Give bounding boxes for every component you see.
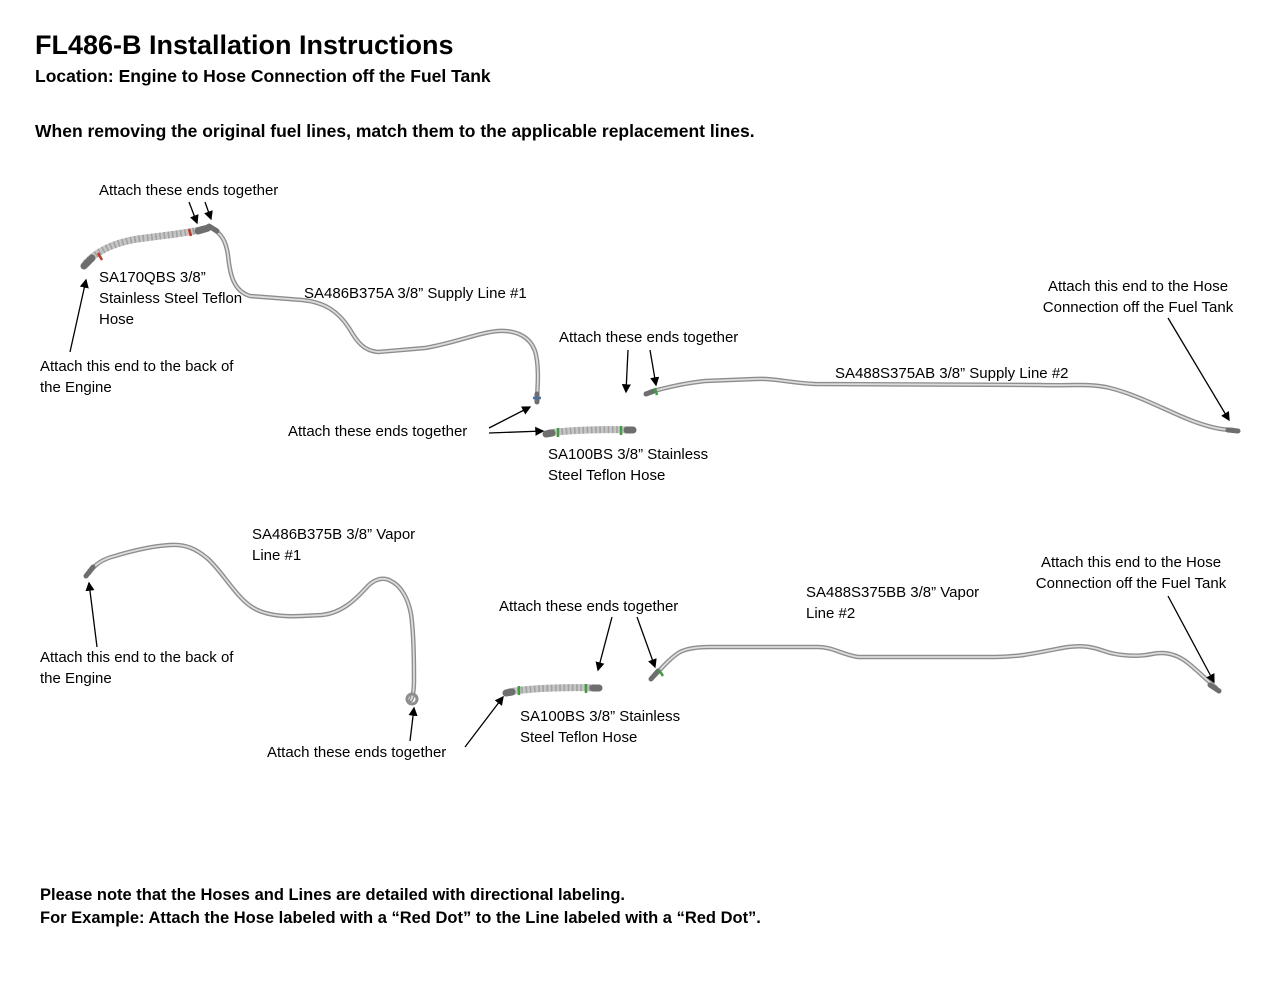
arrow-vapor-tank-end xyxy=(1167,595,1215,684)
label-hose-sa170qbs: SA170QBS 3/8” Stainless Steel Teflon Hos… xyxy=(99,269,243,328)
line-end-fitting xyxy=(83,564,96,579)
red-dot-mark xyxy=(187,228,193,237)
label-supply-attach-ends-hose: Attach these ends together xyxy=(288,423,468,440)
line-highlight xyxy=(212,228,539,399)
green-mark xyxy=(657,669,665,677)
arrow-vapor-mid-right xyxy=(636,616,657,669)
label-vapor-line-1: SA486B375B 3/8” Vapor Line #1 xyxy=(252,526,416,564)
note-red-dot-example: For Example: Attach the Hose labeled wit… xyxy=(40,909,761,927)
green-mark xyxy=(653,387,659,396)
hose-end-fitting xyxy=(542,429,556,438)
line-tube xyxy=(210,226,541,401)
arrow-supply-hose-left xyxy=(488,406,532,429)
label-vapor-engine-end: Attach this end to the back of the Engin… xyxy=(40,649,234,687)
line-end-loop xyxy=(405,692,419,706)
label-hose-sa100bs-top: SA100BS 3/8” Stainless Steel Teflon Hose xyxy=(548,446,709,484)
vapor-hose-sa100bs xyxy=(502,684,603,697)
line-tube xyxy=(651,643,1219,691)
red-dot-mark xyxy=(96,252,104,261)
label-vapor-attach-ends-mid: Attach these ends together xyxy=(499,598,679,615)
arrow-supply-hose-right xyxy=(488,426,545,436)
label-vapor-tank-end: Attach this end to the Hose Connection o… xyxy=(1035,554,1227,592)
arrow-vapor-hose-right xyxy=(464,695,504,748)
arrow-supply-tank-end xyxy=(1167,317,1230,422)
location-subtitle: Location: Engine to Hose Connection off … xyxy=(35,66,491,86)
line-end-fitting xyxy=(643,388,657,397)
label-hose-sa100bs-bottom: SA100BS 3/8” Stainless Steel Teflon Hose xyxy=(520,708,681,746)
line-end-fitting xyxy=(648,668,661,682)
arrow-vapor-mid-left xyxy=(595,616,613,672)
arrow-vapor-hose-left xyxy=(408,706,418,742)
hose-body xyxy=(82,225,208,267)
intro-instruction: When removing the original fuel lines, m… xyxy=(35,121,755,141)
page-title: FL486-B Installation Instructions xyxy=(35,30,454,60)
annotation-arrows xyxy=(69,201,1230,748)
label-vapor-line-2: SA488S375BB 3/8” Vapor Line #2 xyxy=(806,584,980,622)
label-supply-attach-ends-top: Attach these ends together xyxy=(99,182,279,199)
label-supply-engine-end: Attach this end to the back of the Engin… xyxy=(40,358,234,396)
line-highlight xyxy=(653,645,1217,689)
line-end-fitting xyxy=(1225,427,1241,434)
label-supply-tank-end: Attach this end to the Hose Connection o… xyxy=(1042,278,1234,316)
arrow-supply-mid-right xyxy=(649,349,660,387)
arrow-top-ends-right xyxy=(204,201,213,221)
arrow-top-ends-left xyxy=(188,201,199,225)
vapor-line-1 xyxy=(83,542,419,706)
line-highlight xyxy=(88,544,415,701)
label-vapor-attach-ends-hose: Attach these ends together xyxy=(267,744,447,761)
line-highlight xyxy=(649,377,1234,431)
label-supply-attach-ends-mid: Attach these ends together xyxy=(559,329,739,346)
note-directional-labeling: Please note that the Hoses and Lines are… xyxy=(40,886,625,904)
line-end-fitting xyxy=(206,223,220,234)
hose-end-fitting xyxy=(502,688,516,697)
label-supply-line-2: SA488S375AB 3/8” Supply Line #2 xyxy=(835,365,1069,382)
line-tube xyxy=(647,376,1236,433)
vapor-line-2 xyxy=(648,643,1222,694)
footer-notes: Please note that the Hoses and Lines are… xyxy=(40,884,761,930)
hose-end-fitting xyxy=(194,224,212,235)
label-supply-line-1: SA486B375A 3/8” Supply Line #1 xyxy=(304,285,527,302)
hose-braid-texture xyxy=(548,426,631,437)
arrow-vapor-engine-end xyxy=(85,581,98,648)
supply-hose-sa170qbs xyxy=(80,224,212,270)
supply-line-2 xyxy=(643,376,1241,434)
line-end-fitting xyxy=(1207,682,1222,694)
arrow-supply-mid-left xyxy=(621,349,631,394)
supply-hose-sa100bs xyxy=(542,426,637,438)
supply-line-1 xyxy=(206,223,541,405)
hose-end-fitting xyxy=(80,254,96,270)
arrow-supply-engine-end xyxy=(69,278,89,353)
hose-body xyxy=(505,684,600,696)
